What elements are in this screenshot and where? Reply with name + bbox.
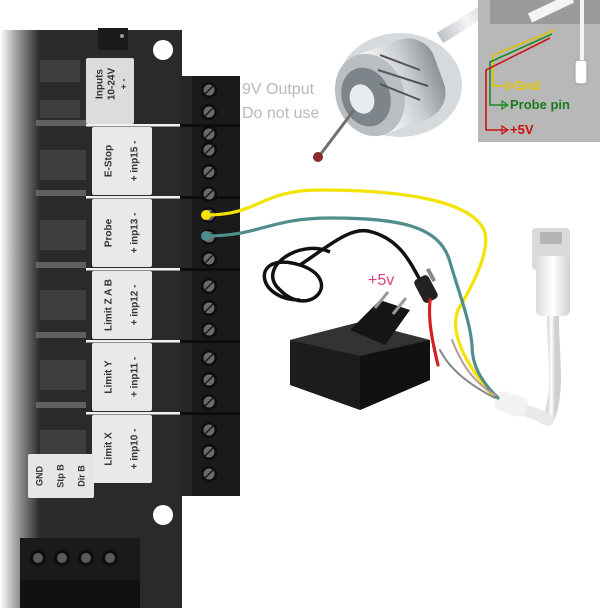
row-pins: + inp11 - xyxy=(129,356,141,398)
screw-slot xyxy=(204,353,214,363)
screw-slot xyxy=(204,189,214,199)
inputs-label: Inputs xyxy=(94,69,106,100)
mount-hole-bottom xyxy=(153,505,173,525)
row-label-limit-x: Limit X + inp10 - xyxy=(92,415,152,483)
row-pins: + inp13 - xyxy=(129,212,141,254)
screw-slot xyxy=(204,325,214,335)
row-pins: + inp10 - xyxy=(129,428,141,470)
screw-slot xyxy=(204,303,214,313)
row-pins: + inp12 - xyxy=(129,284,141,326)
legend-plus5v: +5V xyxy=(510,122,534,137)
bottom-label-gnd: GND xyxy=(34,466,45,486)
bottom-terminals xyxy=(20,538,140,608)
row-label-estop: E-Stop + inp15 - xyxy=(92,127,152,195)
screw-slot xyxy=(204,167,214,177)
terminal-screws xyxy=(201,82,217,482)
yellow-wire xyxy=(204,188,494,397)
row-label-probe: Probe + inp13 - xyxy=(92,199,152,267)
screw-slot xyxy=(204,425,214,435)
screw-slot xyxy=(204,375,214,385)
screw-slot xyxy=(204,107,214,117)
plus5v-label: +5v xyxy=(368,272,395,289)
screw-slot xyxy=(204,85,214,95)
row-name: Limit X xyxy=(103,432,115,466)
probe-wires xyxy=(204,188,500,400)
legend-probe-pin: Probe pin xyxy=(510,97,570,112)
output-note-line2: Do not use xyxy=(242,105,320,122)
legend-gnd: Gnd xyxy=(514,78,540,93)
power-adapter xyxy=(262,228,438,410)
row-name: Limit Z A B xyxy=(103,278,115,332)
wire-contact-dots xyxy=(201,210,211,241)
bottom-label-stp: Stp B xyxy=(55,464,66,488)
red-wire xyxy=(427,298,440,367)
output-note-line1: 9V Output xyxy=(242,81,315,98)
screw-slot xyxy=(204,447,214,457)
row-label-limit-y: Limit Y + inp11 - xyxy=(92,343,152,411)
screw-slot xyxy=(204,281,214,291)
row-label-limit-z: Limit Z A B + inp12 - xyxy=(92,271,152,339)
screw-slot xyxy=(204,145,214,155)
screw-slot xyxy=(204,397,214,407)
screw-slot xyxy=(204,129,214,139)
inputs-label-panel: Inputs 10-24V + - xyxy=(86,58,134,124)
row-name: Limit Y xyxy=(103,360,115,394)
touch-probe xyxy=(313,0,520,162)
row-name: E-Stop xyxy=(103,144,115,178)
mount-hole-top xyxy=(153,40,173,60)
bottom-label-panel: GND Stp B Dir B xyxy=(28,454,94,498)
screw-slot xyxy=(204,469,214,479)
row-name: Probe xyxy=(103,218,115,248)
inputs-voltage: 10-24V xyxy=(106,68,118,101)
probe-pinout-box xyxy=(478,0,600,142)
inputs-polarity: + - xyxy=(118,79,129,90)
bottom-label-dir: Dir B xyxy=(76,465,87,487)
row-pins: + inp15 - xyxy=(129,140,141,182)
usb-cable xyxy=(494,228,570,426)
screw-slot xyxy=(204,254,214,264)
teal-wire xyxy=(204,216,500,400)
